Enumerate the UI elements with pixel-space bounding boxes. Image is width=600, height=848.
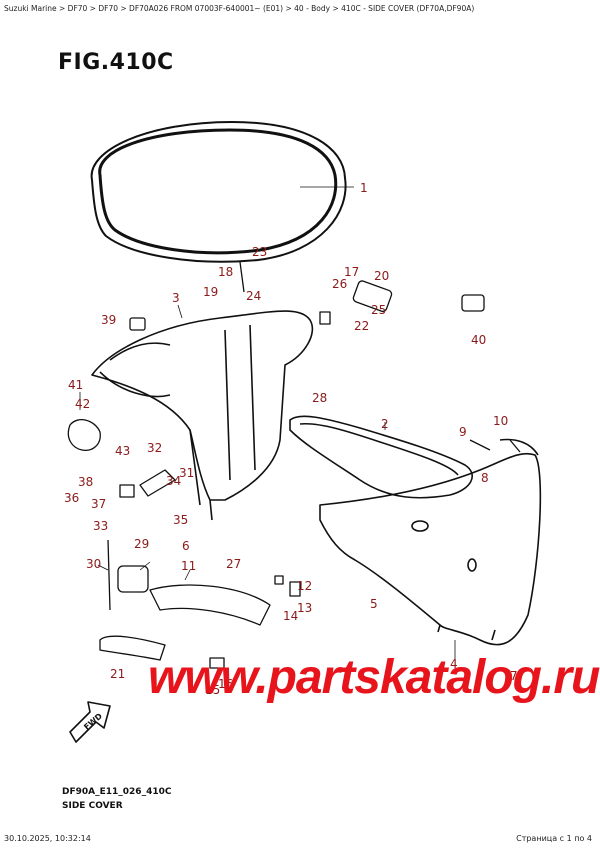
figure-subtitle: SIDE COVER: [62, 801, 123, 811]
callout-41: 41: [68, 378, 83, 392]
callout-15: 15: [205, 683, 220, 697]
callout-3: 3: [172, 291, 180, 305]
callout-30: 30: [86, 557, 101, 571]
callout-26: 26: [332, 277, 347, 291]
seal-ring: [90, 121, 347, 263]
callout-6: 6: [182, 539, 190, 553]
callout-35: 35: [173, 513, 188, 527]
callout-43: 43: [115, 444, 130, 458]
callout-5: 5: [370, 597, 378, 611]
callout-39: 39: [101, 313, 116, 327]
callout-22: 22: [354, 319, 369, 333]
footer-timestamp: 30.10.2025, 10:32:14: [4, 834, 91, 843]
figure-title: FIG.410C: [58, 50, 174, 75]
footer-page: Страница с 1 по 4: [516, 834, 592, 843]
callout-42: 42: [75, 397, 90, 411]
leader-lines: [79, 186, 456, 660]
fwd-arrow: [69, 701, 111, 743]
callout-17: 17: [344, 265, 359, 279]
callout-4: 4: [450, 657, 458, 671]
callout-25: 25: [371, 303, 386, 317]
callout-38: 38: [78, 475, 93, 489]
callout-12: 12: [297, 579, 312, 593]
callout-20: 20: [374, 269, 389, 283]
callout-31: 31: [179, 466, 194, 480]
upper-cover: [91, 310, 314, 521]
callout-11: 11: [181, 559, 196, 573]
breadcrumb: Suzuki Marine > DF70 > DF70 > DF70A026 F…: [4, 4, 475, 13]
callout-1: 1: [360, 181, 368, 195]
callout-28: 28: [312, 391, 327, 405]
callout-18: 18: [218, 265, 233, 279]
side-panel-frame: [289, 415, 473, 499]
lower-cover: [319, 438, 542, 646]
callout-7: 7: [510, 669, 518, 683]
callout-14: 14: [283, 609, 298, 623]
callout-29: 29: [134, 537, 149, 551]
callout-21: 21: [110, 667, 125, 681]
small-parts: [67, 261, 521, 669]
callout-23: 23: [252, 245, 267, 259]
callout-40: 40: [471, 333, 486, 347]
callout-33: 33: [93, 519, 108, 533]
callout-2: 2: [381, 417, 389, 431]
callout-8: 8: [481, 471, 489, 485]
callout-13: 13: [297, 601, 312, 615]
callout-10: 10: [493, 414, 508, 428]
callout-9: 9: [459, 425, 467, 439]
callout-27: 27: [226, 557, 241, 571]
figure-code: DF90A_E11_026_410C: [62, 787, 172, 797]
callout-37: 37: [91, 497, 106, 511]
callout-16: 16: [218, 677, 233, 691]
callout-24: 24: [246, 289, 261, 303]
callout-36: 36: [64, 491, 79, 505]
callout-19: 19: [203, 285, 218, 299]
callout-34: 34: [166, 474, 181, 488]
callout-32: 32: [147, 441, 162, 455]
callout-layer: 1234567891011121314151617181920212223242…: [64, 181, 518, 697]
watermark: www.partskatalog.ru: [148, 651, 600, 704]
